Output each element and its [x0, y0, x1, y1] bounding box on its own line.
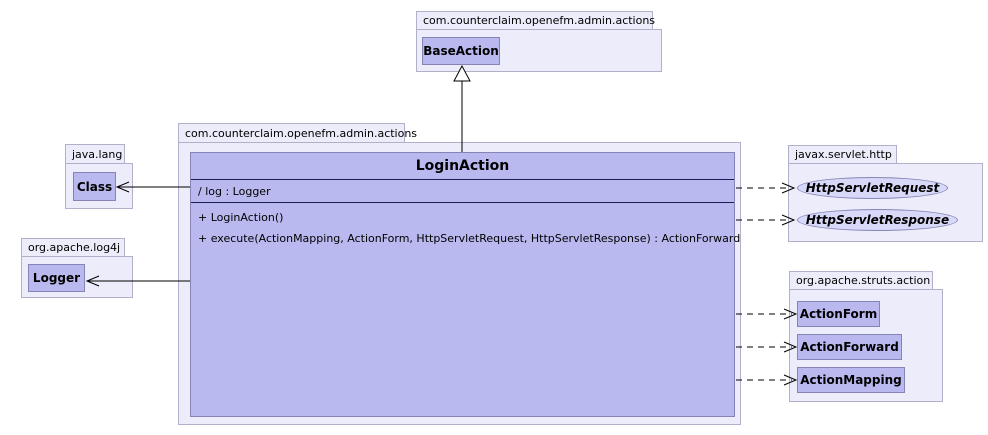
package-actions-top-name: com.counterclaim.openefm.admin.actions — [423, 14, 656, 27]
package-log4j-name: org.apache.log4j — [28, 241, 121, 254]
generalization-loginaction-baseaction — [453, 64, 471, 152]
class-node-action-mapping[interactable]: ActionMapping — [797, 367, 905, 393]
dependency-loginaction-httpservletrequest — [736, 182, 796, 194]
package-actions-top-tab: com.counterclaim.openefm.admin.actions — [416, 11, 656, 30]
package-log4j-tab: org.apache.log4j — [21, 238, 125, 257]
class-label-base-action: BaseAction — [423, 44, 499, 58]
dependency-loginaction-httpservletresponse — [736, 214, 796, 226]
class-label-action-mapping: ActionMapping — [800, 373, 902, 387]
class-node-base-action[interactable]: BaseAction — [422, 37, 500, 65]
class-node-class[interactable]: Class — [73, 172, 116, 201]
dependency-loginaction-actionmapping — [736, 374, 798, 386]
interface-label-http-servlet-request: HttpServletRequest — [805, 181, 940, 195]
login-action-method-constructor: + LoginAction() — [198, 211, 284, 224]
package-java-lang-name: java.lang — [72, 147, 123, 161]
interface-node-http-servlet-response[interactable]: HttpServletResponse — [797, 209, 958, 231]
dependency-loginaction-actionform — [736, 308, 798, 320]
class-node-logger[interactable]: Logger — [28, 264, 85, 292]
class-label-action-form: ActionForm — [799, 307, 878, 321]
package-servlet-http-tab: javax.servlet.http — [788, 145, 897, 164]
class-node-login-action[interactable]: LoginAction / log : Logger + LoginAction… — [190, 152, 741, 417]
interface-node-http-servlet-request[interactable]: HttpServletRequest — [797, 177, 948, 199]
login-action-title: LoginAction — [415, 158, 510, 174]
class-label-class: Class — [76, 179, 113, 194]
class-label-action-forward: ActionForward — [800, 340, 899, 354]
interface-label-http-servlet-response: HttpServletResponse — [805, 213, 950, 227]
class-label-logger: Logger — [32, 271, 81, 285]
login-action-attribute-log: / log : Logger — [191, 179, 734, 202]
class-node-action-forward[interactable]: ActionForward — [797, 334, 902, 360]
login-action-method-execute: + execute(ActionMapping, ActionForm, Htt… — [198, 232, 741, 245]
package-actions-main-tab: com.counterclaim.openefm.admin.actions — [178, 123, 417, 143]
package-servlet-http-name: javax.servlet.http — [795, 148, 892, 161]
class-node-action-form[interactable]: ActionForm — [797, 301, 880, 327]
package-struts-action-name: org.apache.struts.action — [796, 274, 931, 287]
package-actions-main-name: com.counterclaim.openefm.admin.actions — [185, 126, 418, 140]
package-java-lang-tab: java.lang — [65, 144, 125, 164]
login-action-methods-compartment: + LoginAction() + execute(ActionMapping,… — [191, 202, 741, 249]
package-struts-action-tab: org.apache.struts.action — [789, 271, 933, 290]
dependency-loginaction-actionforward — [736, 341, 798, 353]
